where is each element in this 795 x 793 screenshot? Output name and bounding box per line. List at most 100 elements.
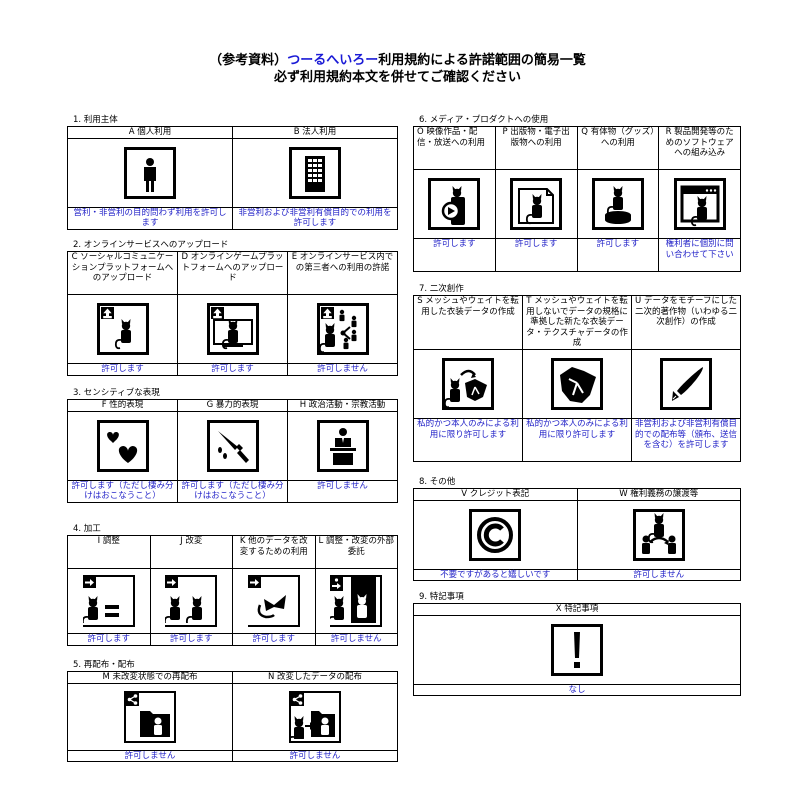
item-label: Q 有体物（グッズ）への利用 (576, 126, 660, 170)
item-label: N 改変したデータの配布 (232, 671, 398, 684)
permission-table: F 性的表現 G 暴力的表現 H 政治活動・宗教活動 許可します（ただし棲み分け… (67, 399, 398, 503)
upload-share-icon (316, 303, 369, 355)
item-result: 非営利および非営利有償目的での利用を許可します (232, 206, 398, 230)
item-label: H 政治活動・宗教活動 (287, 399, 398, 412)
item-result: 許可します (149, 633, 233, 646)
item-label: L 調整・改変の外部委託 (314, 535, 398, 569)
brand-name: つーるへいろー (287, 53, 379, 68)
section-media-products: 6. メディア・プロダクトへの使用 O 映像作品・配信・放送への利用 P 出版物… (413, 115, 741, 272)
outsource-icon (330, 575, 383, 627)
item-label: W 権利義務の譲渡等 (576, 488, 741, 501)
item-result: 許可します (494, 238, 578, 272)
video-play-icon (428, 178, 481, 230)
reuse-parts-icon (247, 575, 300, 627)
app-window-icon (673, 178, 726, 230)
item-result: 不要ですがあると嬉しいです (413, 568, 578, 581)
item-label: S メッシュやウェイトを転用した衣装データの作成 (413, 295, 523, 350)
item-result: 私的かつ本人のみによる利用に限り許可します (413, 418, 523, 462)
item-result: 許可します（ただし棲み分けはおこなうこと） (177, 479, 288, 503)
item-result: 許可しません (67, 749, 233, 762)
item-result: 許可しません (232, 749, 398, 762)
permission-table: O 映像作品・配信・放送への利用 P 出版物・電子出版物への利用 Q 有体物（グ… (413, 126, 741, 272)
person-icon (124, 146, 176, 199)
pen-nib-icon (660, 358, 712, 410)
item-label: I 調整 (67, 535, 151, 569)
item-label: U データをモチーフにした二次的著作物（いわゆる二次創作）の作成 (631, 295, 741, 350)
item-label: X 特記事項 (413, 603, 741, 616)
title-line-2: 必ず利用規約本文を併せてご確認ください (273, 70, 521, 85)
section-derivative-works: 7. 二次創作 S メッシュやウェイトを転用した衣装データの作成 T メッシュや… (413, 284, 741, 462)
section-heading: 2. オンラインサービスへのアップロード (73, 240, 229, 250)
section-heading: 6. メディア・プロダクトへの使用 (419, 115, 549, 125)
section-heading: 5. 再配布・配布 (73, 660, 135, 670)
share-folder-icon (124, 690, 176, 743)
item-result: 許可しません (287, 363, 398, 376)
item-result: 許可します (576, 238, 660, 272)
section-processing: 4. 加工 I 調整 J 改変 K 他のデータを改変するための利用 L 調整・改… (67, 524, 398, 646)
item-label: P 出版物・電子出版物への利用 (494, 126, 578, 170)
upload-monitor-icon (206, 303, 259, 355)
item-label: K 他のデータを改変するための利用 (232, 535, 316, 569)
title-line-1: （参考資料）つーるへいろー利用規約による許諾範囲の簡易一覧 (209, 53, 586, 68)
item-label: G 暴力的表現 (177, 399, 288, 412)
permission-table: I 調整 J 改変 K 他のデータを改変するための利用 L 調整・改変の外部委託… (67, 535, 398, 646)
item-result: 許可します (232, 633, 316, 646)
document-icon (510, 178, 563, 230)
permission-table: X 特記事項 なし (413, 603, 741, 696)
item-label: D オンラインゲームプラットフォームへのアップロード (177, 251, 288, 295)
item-result: 許可します (67, 363, 178, 376)
item-result: 許可します（ただし棲み分けはおこなうこと） (67, 479, 178, 503)
item-result: 許可しません (576, 568, 741, 581)
item-label: M 未改変状態での再配布 (67, 671, 233, 684)
item-label: A 個人利用 (67, 126, 233, 139)
item-result: 非営利および非営利有償目的での配布等（頒布、送信を含む）を許可します (631, 418, 741, 462)
item-result: なし (413, 683, 741, 696)
item-result: 許可しません (314, 633, 398, 646)
clothing-icon (551, 358, 603, 410)
item-result: 許可します (177, 363, 288, 376)
section-heading: 4. 加工 (73, 524, 101, 534)
item-result: 許可します (413, 238, 496, 272)
item-label: C ソーシャルコミュニケーションプラットフォームへのアップロード (67, 251, 178, 295)
item-result: 営利・非営利の目的問わず利用を許可します (67, 206, 233, 230)
section-usage-subject: 1. 利用主体 A 個人利用 B 法人利用 営利・非営利の目的問わず利用を許可し… (67, 115, 398, 230)
podium-icon (316, 419, 369, 472)
item-label: F 性的表現 (67, 399, 178, 412)
transfer-rights-icon (632, 508, 685, 561)
section-heading: 3. センシティブな表現 (73, 388, 160, 398)
figure-stand-icon (591, 178, 644, 230)
modify-icon (165, 575, 218, 627)
section-heading: 7. 二次創作 (419, 284, 464, 294)
building-icon (289, 146, 341, 199)
exclamation-icon (551, 623, 603, 676)
item-result: 権利者に個別に問い合わせて下さい (658, 238, 741, 272)
item-label: E オンラインサービス内での第三者への利用の許諾 (287, 251, 398, 295)
section-sensitive-expression: 3. センシティブな表現 F 性的表現 G 暴力的表現 H 政治活動・宗教活動 … (67, 388, 398, 503)
item-label: O 映像作品・配信・放送への利用 (413, 126, 496, 170)
page-title: （参考資料）つーるへいろー利用規約による許諾範囲の簡易一覧 必ず利用規約本文を併… (0, 52, 795, 86)
item-result: 許可します (67, 633, 151, 646)
item-result: 私的かつ本人のみによる利用に限り許可します (522, 418, 632, 462)
section-online-upload: 2. オンラインサービスへのアップロード C ソーシャルコミュニケーションプラッ… (67, 240, 398, 376)
item-label: V クレジット表記 (413, 488, 578, 501)
item-label: B 法人利用 (232, 126, 398, 139)
share-modified-icon (289, 690, 341, 743)
clothing-transfer-icon (442, 358, 494, 410)
section-heading: 9. 特記事項 (419, 592, 464, 602)
permission-table: A 個人利用 B 法人利用 営利・非営利の目的問わず利用を許可します 非営利およ… (67, 126, 398, 230)
permission-table: M 未改変状態での再配布 N 改変したデータの配布 許可しません 許可しません (67, 671, 398, 762)
item-label: R 製品開発等のためのソフトウェアへの組み込み (658, 126, 741, 170)
knife-icon (206, 419, 259, 472)
item-result: 許可しません (287, 479, 398, 503)
section-others: 8. その他 V クレジット表記 W 権利義務の譲渡等 不要ですがあると嬉しいで… (413, 477, 741, 581)
permission-table: V クレジット表記 W 権利義務の譲渡等 不要ですがあると嬉しいです 許可しませ… (413, 488, 741, 581)
hearts-icon (96, 419, 149, 472)
section-special-notes: 9. 特記事項 X 特記事項 なし (413, 592, 741, 696)
item-label: J 改変 (149, 535, 233, 569)
section-heading: 8. その他 (419, 477, 456, 487)
permission-table: S メッシュやウェイトを転用した衣装データの作成 T メッシュやウェイトを転用し… (413, 295, 741, 462)
adjust-icon (82, 575, 135, 627)
copyright-icon (469, 508, 522, 561)
item-label: T メッシュやウェイトを転用しないでデータの規格に準拠した新たな衣装データ・テク… (522, 295, 632, 350)
section-redistribution: 5. 再配布・配布 M 未改変状態での再配布 N 改変したデータの配布 許可しま… (67, 660, 398, 762)
